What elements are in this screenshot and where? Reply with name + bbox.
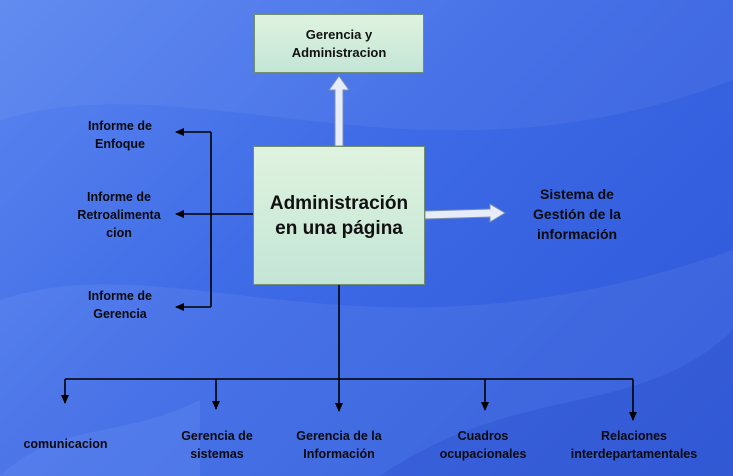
arrow-up-to-gerencia	[328, 75, 350, 147]
gerencia-informacion-label: Gerencia de la Información	[296, 429, 382, 461]
gerencia-administracion-box: Gerencia y Administracion	[254, 14, 424, 73]
comunicacion-label: comunicacion	[23, 437, 108, 451]
bottom-tree-connector	[61, 285, 637, 421]
sistema-gestion-label: Sistema de Gestión de la información	[533, 186, 621, 242]
gerencia-sistemas-label: Gerencia de sistemas	[181, 429, 253, 461]
informe-retroalimentacion-label: Informe de Retroalimenta cion	[77, 190, 161, 240]
administracion-pagina-box: Administración en una página	[253, 146, 425, 285]
left-bracket-connector	[175, 128, 253, 311]
main-box-line1: Administración	[269, 192, 409, 214]
top-box-line1: Gerencia y	[305, 26, 373, 42]
informe-gerencia-label: Informe de Gerencia	[88, 289, 152, 321]
top-box-line2: Administracion	[291, 44, 387, 60]
main-box-line2: en una página	[275, 217, 403, 239]
arrow-right-to-sistema	[424, 203, 506, 223]
relaciones-interdepartamentales-label: Relaciones interdepartamentales	[570, 429, 698, 461]
cuadros-ocupacionales-label: Cuadros ocupacionales	[439, 429, 527, 461]
informe-enfoque-label: Informe de Enfoque	[88, 119, 152, 151]
